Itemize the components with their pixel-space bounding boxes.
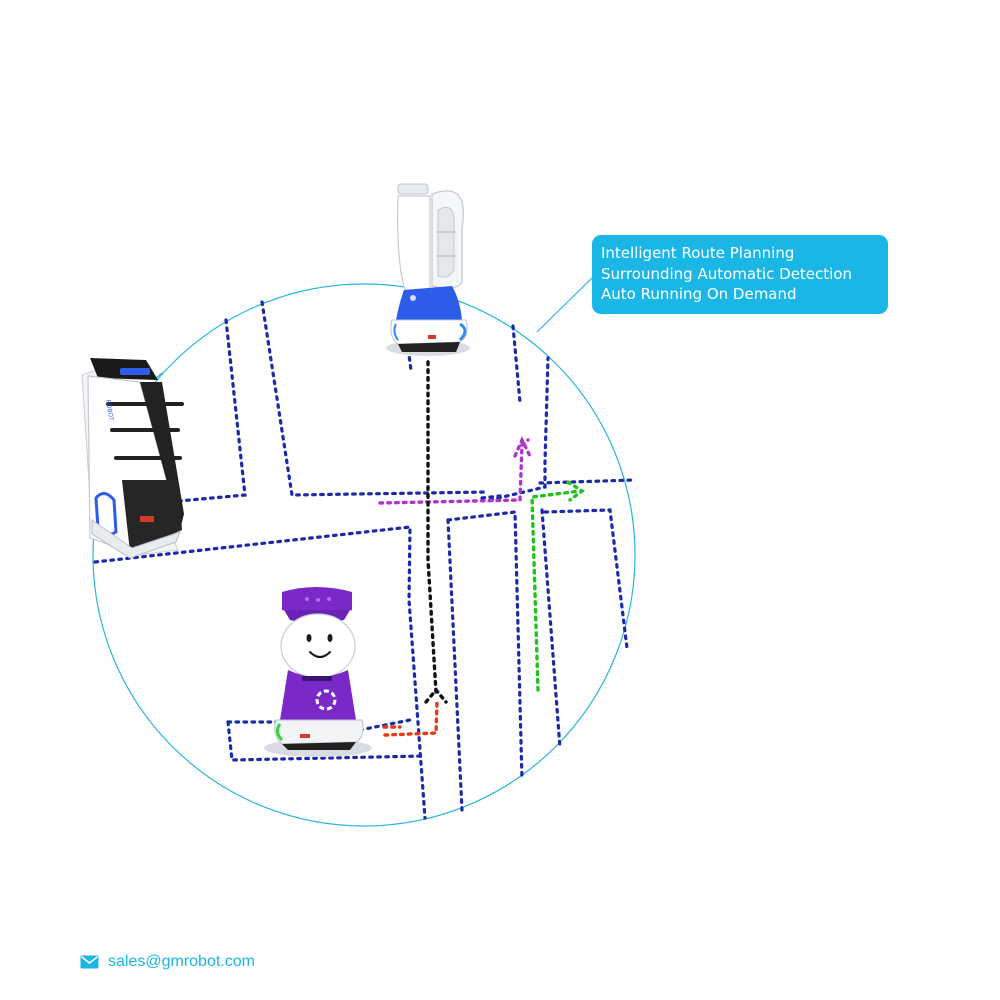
svg-text:ROBOT: ROBOT bbox=[104, 399, 115, 422]
delivery-robot-black-illustration: ROBOT bbox=[81, 358, 184, 559]
mail-icon bbox=[80, 955, 99, 969]
guide-robot-purple-illustration bbox=[264, 587, 372, 757]
map-corridors bbox=[93, 300, 636, 820]
callout-line-3: Auto Running On Demand bbox=[601, 285, 797, 303]
robot-paths bbox=[378, 360, 585, 737]
callout-pointer-line bbox=[536, 274, 596, 333]
map-boundary-circle bbox=[92, 283, 636, 827]
reception-robot-blue-illustration bbox=[386, 183, 470, 356]
feature-callout: Intelligent Route Planning Surrounding A… bbox=[592, 235, 888, 314]
callout-line-2: Surrounding Automatic Detection bbox=[601, 264, 853, 283]
contact-email[interactable]: sales@gmrobot.com bbox=[80, 952, 255, 972]
callout-line-1: Intelligent Route Planning bbox=[601, 244, 795, 262]
email-address[interactable]: sales@gmrobot.com bbox=[108, 953, 255, 970]
